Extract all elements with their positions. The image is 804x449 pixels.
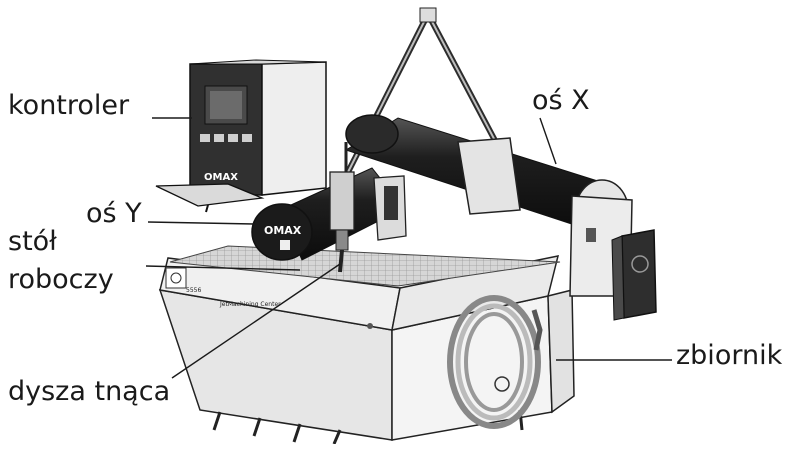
label-kontroler: kontroler — [8, 90, 130, 121]
label-dysza: dysza tnąca — [8, 376, 171, 407]
controller-unit: OMAX — [155, 59, 327, 213]
tank: 5556 JetMachining Center — [158, 255, 575, 445]
label-os-y: oś Y — [86, 198, 142, 229]
svg-text:OMAX: OMAX — [264, 224, 302, 237]
leader-os-x — [539, 117, 557, 165]
side-box — [611, 229, 657, 321]
hose-coil — [447, 295, 543, 429]
label-stol-line1: stół — [8, 226, 57, 257]
leader-os-y — [147, 221, 255, 225]
svg-text:5556: 5556 — [186, 287, 201, 294]
cutting-head — [329, 142, 355, 273]
label-os-x: oś X — [532, 85, 590, 116]
svg-text:OMAX: OMAX — [204, 172, 238, 183]
leader-stol — [145, 265, 301, 271]
label-stol-line2: roboczy — [8, 264, 114, 295]
leader-dysza — [171, 263, 341, 379]
svg-text:JetMachining Center: JetMachining Center — [219, 301, 281, 308]
label-zbiornik: zbiornik — [676, 340, 783, 371]
leader-lines — [145, 117, 672, 379]
